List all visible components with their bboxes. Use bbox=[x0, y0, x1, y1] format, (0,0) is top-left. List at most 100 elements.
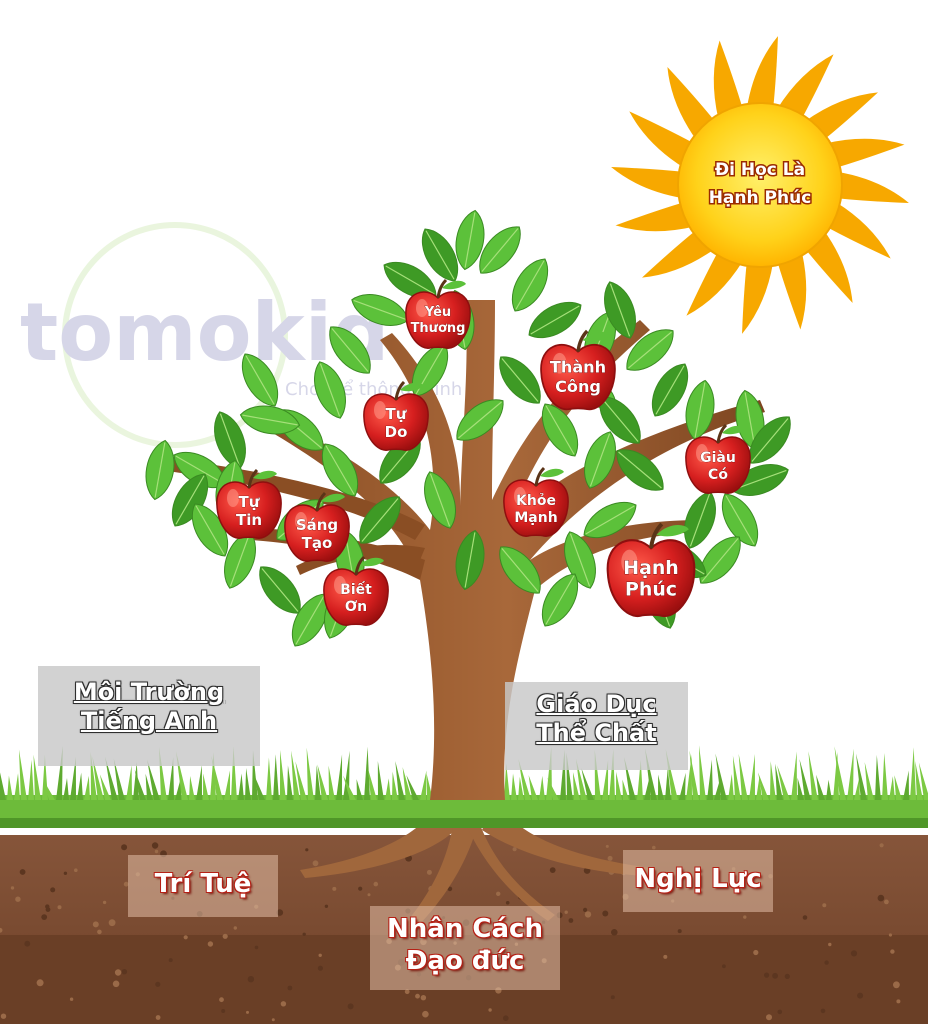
label-giao-duc-line-2: Thể Chất bbox=[536, 719, 657, 748]
soil-pebble bbox=[422, 1010, 429, 1018]
grass-blade bbox=[238, 773, 244, 800]
leaf bbox=[359, 496, 401, 544]
soil-pebble bbox=[564, 910, 568, 914]
tree-foliage bbox=[145, 209, 791, 647]
leaf bbox=[541, 573, 579, 627]
soil-pebble bbox=[766, 1014, 772, 1021]
watermark-ring bbox=[62, 222, 288, 448]
apple-yeu-thuong-line-2: Thương bbox=[411, 321, 466, 336]
sun-ray bbox=[836, 171, 909, 203]
grass-blade bbox=[420, 770, 427, 800]
grass-blade bbox=[775, 763, 783, 800]
grass-blade bbox=[203, 773, 209, 800]
grass-blade bbox=[504, 763, 510, 800]
soil-pebble bbox=[426, 869, 432, 875]
grass-blade bbox=[665, 768, 671, 800]
soil-pebble bbox=[772, 972, 778, 979]
soil-pebble bbox=[893, 981, 900, 989]
apple-hanh-phuc-line-1: Hạnh bbox=[623, 557, 678, 579]
grass-blade bbox=[92, 756, 104, 800]
grass-blade bbox=[882, 752, 888, 800]
grass-blade bbox=[732, 755, 741, 800]
grass-blade bbox=[145, 773, 153, 800]
leaf bbox=[239, 405, 301, 435]
grass-blade bbox=[728, 774, 734, 800]
soil-pebble bbox=[512, 847, 517, 852]
grass-blade bbox=[70, 756, 76, 800]
label-nhan-cach-line-1: Nhân Cách bbox=[387, 914, 543, 944]
soil-pebble bbox=[97, 929, 102, 935]
grass-blade bbox=[33, 754, 41, 800]
soil-pebble bbox=[324, 904, 329, 908]
leaf bbox=[424, 471, 456, 529]
grass-blade bbox=[306, 747, 314, 800]
soil-pebble bbox=[155, 1015, 161, 1020]
leaf bbox=[321, 443, 359, 497]
leaf bbox=[528, 301, 582, 339]
grass-blade bbox=[791, 751, 797, 800]
soil-pebble bbox=[221, 1009, 226, 1013]
soil-pebble bbox=[777, 1009, 783, 1015]
grass-blade bbox=[113, 758, 125, 800]
soil-pebble bbox=[583, 907, 588, 913]
soil-pebble bbox=[10, 886, 15, 890]
apple-hanh-phuc: Hạnh Phúc bbox=[608, 524, 695, 616]
label-tri-tue: Trí Tuệ bbox=[128, 855, 278, 917]
grass-blade bbox=[402, 766, 412, 800]
soil-pebble bbox=[50, 887, 56, 893]
grass-blade bbox=[918, 762, 928, 800]
leaf bbox=[584, 431, 616, 489]
soil-pebble bbox=[610, 995, 615, 1000]
sun-rays bbox=[611, 36, 909, 334]
grass-blade bbox=[356, 779, 363, 800]
leaf bbox=[684, 491, 716, 549]
label-nhan-cach-dao-duc: Nhân Cách Đạo đức bbox=[370, 906, 560, 990]
soil-pebble bbox=[57, 905, 62, 910]
grass-blade bbox=[547, 777, 559, 800]
apple-giau-co-line-2: Có bbox=[708, 467, 728, 483]
leaf bbox=[351, 294, 409, 326]
soil-pebble bbox=[302, 932, 306, 936]
grass-blade bbox=[63, 777, 69, 800]
soil-pebble bbox=[92, 921, 99, 928]
grass-blade bbox=[211, 755, 223, 800]
sun-ray bbox=[777, 250, 807, 330]
sun-ray bbox=[667, 66, 715, 140]
grass-blade bbox=[758, 772, 769, 800]
soil-pebble bbox=[888, 933, 893, 937]
soil-pebble bbox=[884, 899, 889, 905]
grass-blade bbox=[287, 765, 293, 800]
sun-ray bbox=[713, 40, 743, 120]
soil-pebble bbox=[254, 945, 259, 950]
soil-pebble bbox=[415, 993, 420, 999]
label-moi-truong-tieng-anh: Môi Trường Tiếng Anh bbox=[38, 666, 260, 766]
soil-pebble bbox=[271, 1018, 275, 1022]
grass-blade bbox=[777, 765, 790, 800]
apple-khoe-manh-line-1: Khỏe bbox=[516, 493, 556, 509]
soil-pebble bbox=[605, 844, 609, 848]
grass-blade bbox=[816, 774, 825, 800]
apple-thanh-cong-line-1: Thành bbox=[550, 357, 606, 376]
grass-blade bbox=[808, 751, 818, 800]
leaf bbox=[455, 209, 485, 271]
grass-blade bbox=[770, 761, 776, 800]
soil-pebble bbox=[233, 926, 237, 930]
apple-sang-tao: Sáng Tạo bbox=[283, 491, 351, 563]
soil-pebble bbox=[652, 845, 656, 850]
grass-blade bbox=[210, 751, 216, 800]
grass-blade bbox=[797, 777, 804, 800]
leaf bbox=[171, 473, 209, 527]
grass-blade bbox=[915, 761, 923, 800]
grass-blade bbox=[224, 770, 231, 800]
leaf bbox=[511, 258, 549, 312]
soil-pebble bbox=[207, 941, 214, 947]
grass-blade bbox=[245, 767, 251, 800]
soil-pebble bbox=[36, 979, 44, 987]
grass-blade bbox=[856, 753, 867, 800]
soil-pebble bbox=[447, 886, 453, 892]
soil-pebble bbox=[611, 929, 618, 936]
grass-blade bbox=[377, 760, 384, 800]
soil-pebble bbox=[154, 849, 159, 854]
apple-thanh-cong-line-2: Công bbox=[555, 377, 601, 396]
soil-pebble bbox=[74, 868, 78, 872]
